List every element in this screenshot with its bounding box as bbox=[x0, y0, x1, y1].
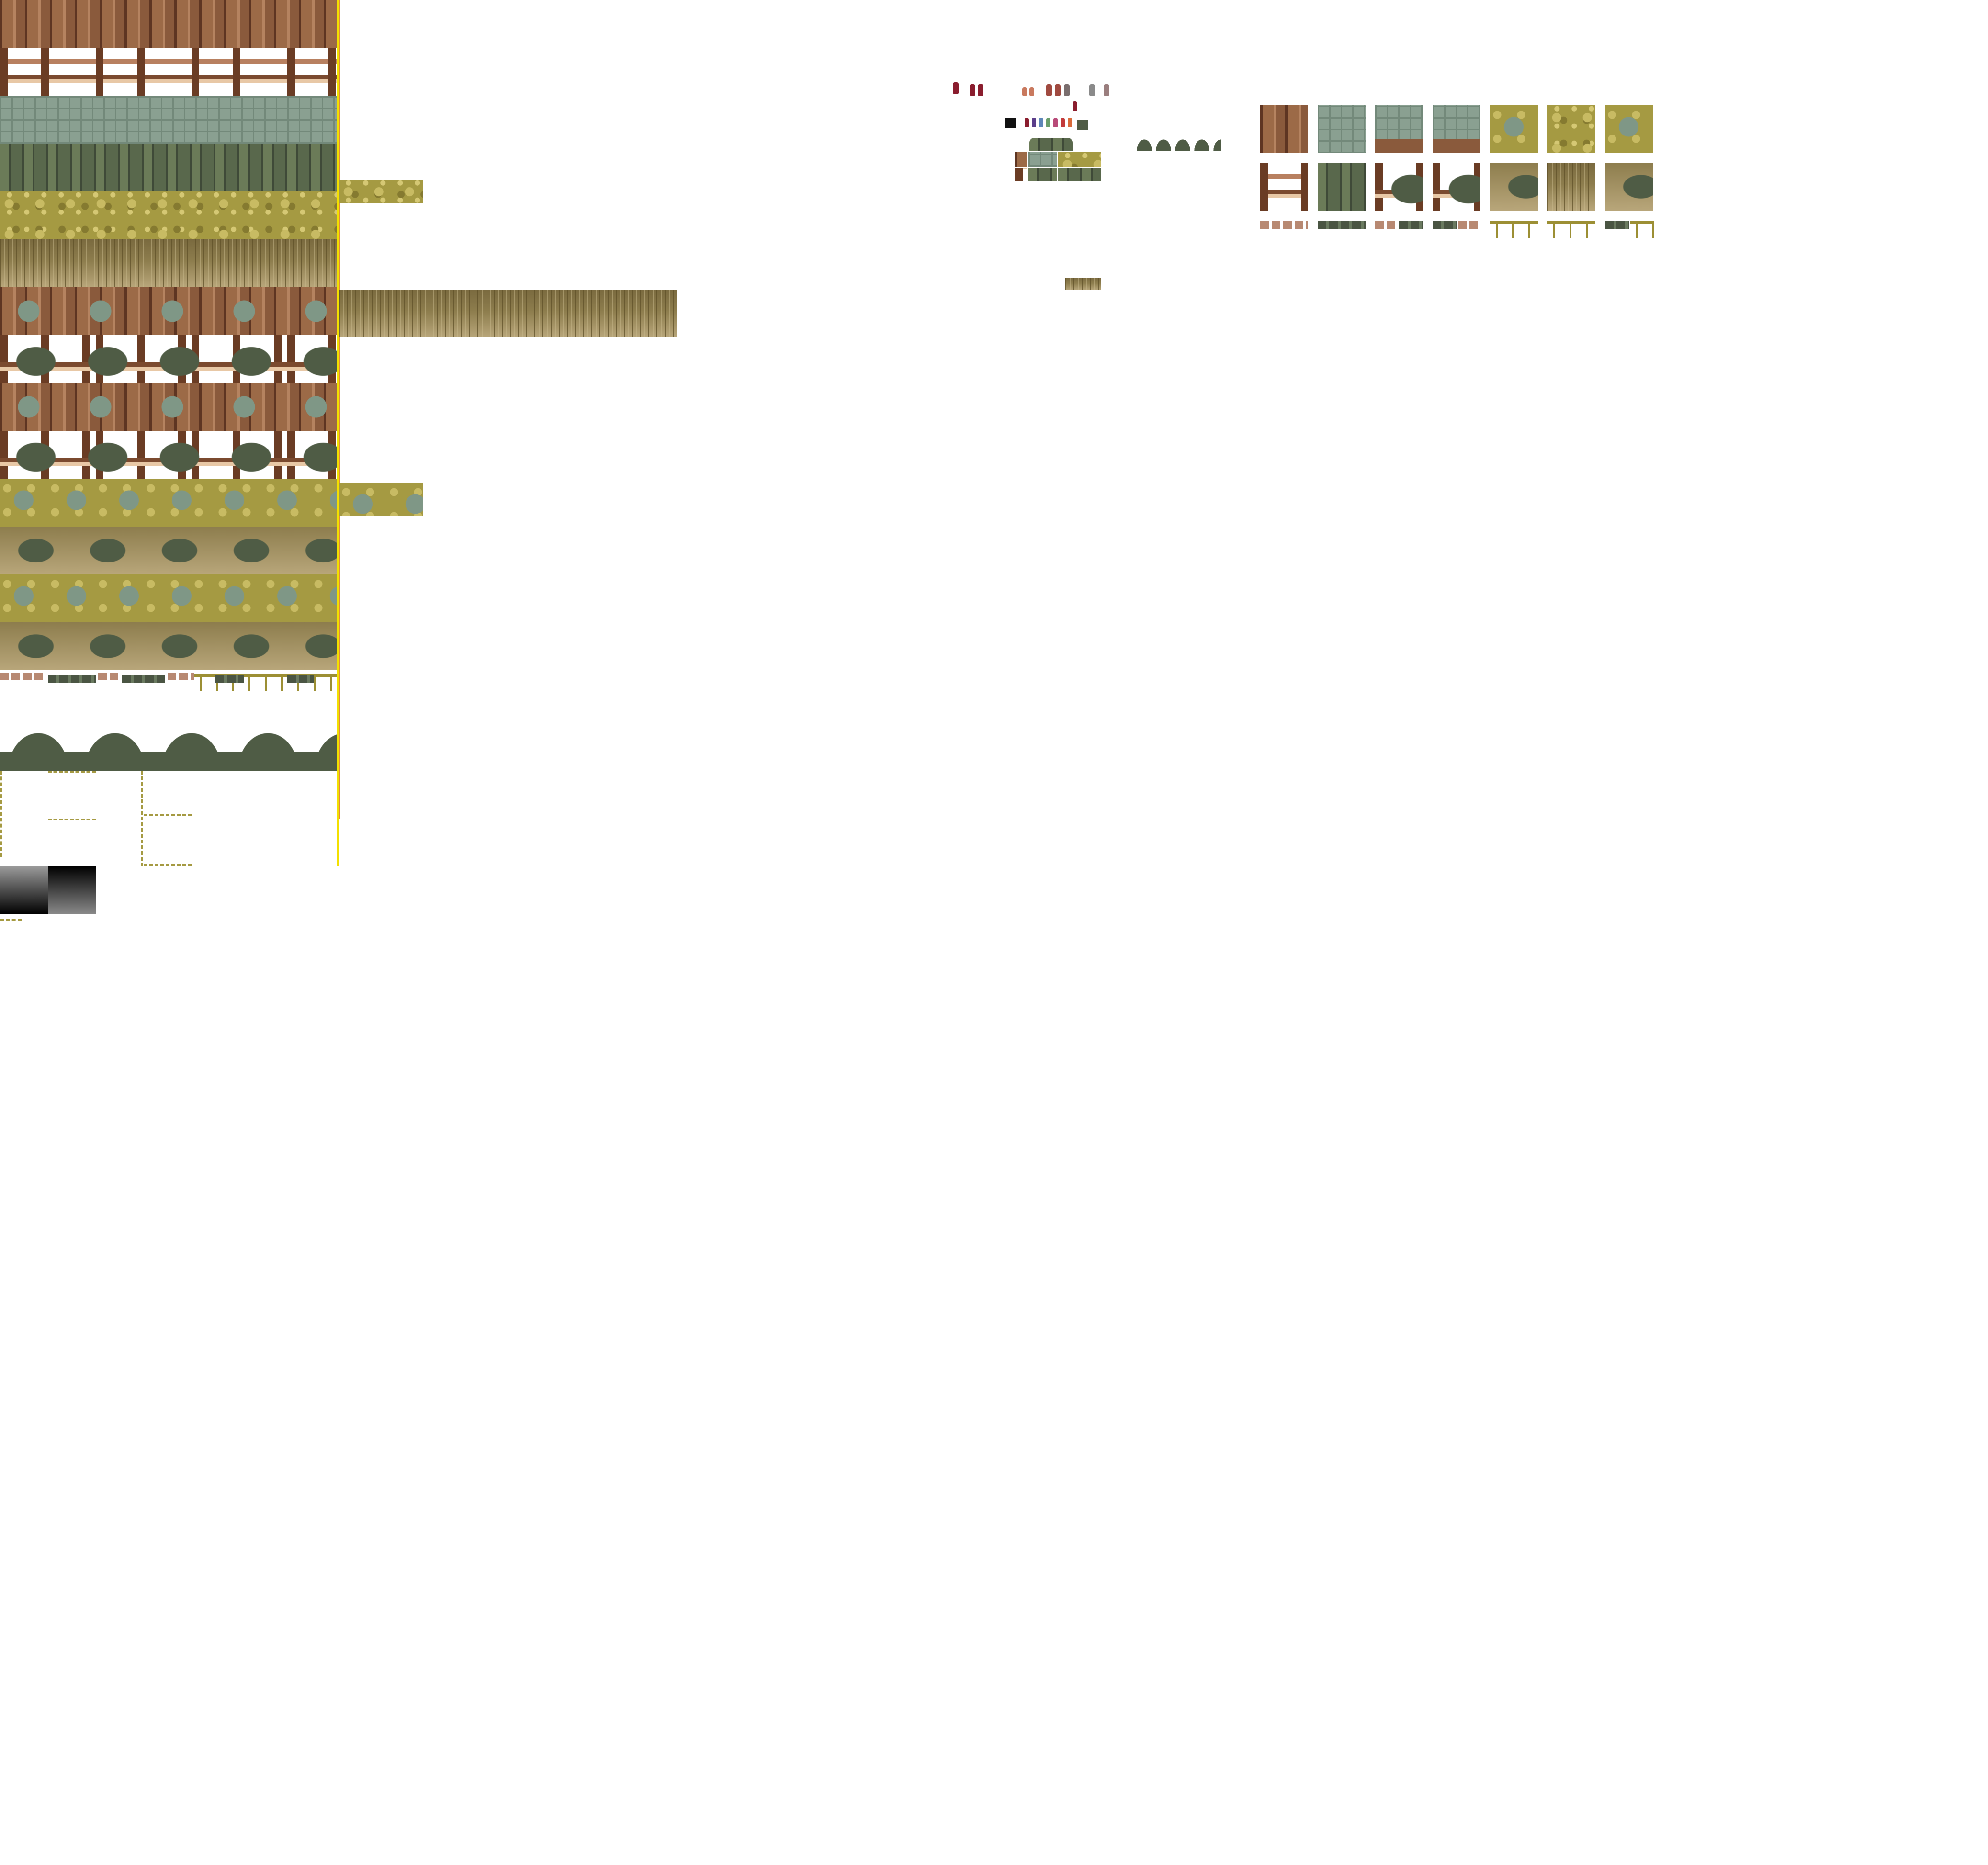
reed-moss-mix-strip-2 bbox=[0, 622, 338, 670]
red-character-sprite-2 bbox=[970, 84, 975, 96]
grid-trim-6 bbox=[1458, 221, 1480, 229]
character-sprite-g bbox=[1104, 84, 1109, 96]
grass-field-strip bbox=[0, 191, 338, 239]
mini-ladder-tile bbox=[1015, 168, 1027, 181]
reed-strip bbox=[0, 239, 338, 287]
dotted-guide-left bbox=[0, 771, 2, 857]
color-sprite-5 bbox=[1053, 118, 1058, 127]
reed-extension-strip bbox=[339, 290, 677, 337]
character-sprite-a bbox=[1022, 87, 1027, 96]
dotted-guide-mid bbox=[48, 819, 96, 820]
black-square-swatch bbox=[1005, 118, 1016, 128]
color-sprite-3 bbox=[1039, 118, 1043, 127]
grid-trim-4 bbox=[1399, 221, 1423, 229]
grid-drip-2 bbox=[1547, 221, 1595, 238]
grid-trim-2 bbox=[1318, 221, 1366, 229]
tile-teal bbox=[1318, 105, 1366, 153]
tile-reed bbox=[1547, 163, 1595, 211]
dotted-guide-inner-h bbox=[144, 814, 192, 816]
shadow-gradient-tile-2 bbox=[48, 866, 96, 914]
color-sprite-7 bbox=[1068, 118, 1072, 127]
shadow-gradient-tile bbox=[0, 866, 48, 914]
grid-trim-3 bbox=[1375, 221, 1397, 229]
tile-teal-door bbox=[1375, 105, 1423, 153]
tile-grass-moss bbox=[1490, 163, 1538, 211]
color-sprite-6 bbox=[1061, 118, 1065, 127]
grid-trim-1 bbox=[1260, 221, 1308, 229]
ladder-moss-mix-strip-2 bbox=[0, 431, 338, 479]
grass-stone-mix-strip-2 bbox=[0, 574, 338, 622]
tile-moss-ladder-2 bbox=[1433, 163, 1480, 211]
guide-line-yellow bbox=[337, 0, 339, 866]
character-sprite-c bbox=[1046, 84, 1052, 96]
dotted-guide-bottom bbox=[144, 864, 192, 866]
tile-grass bbox=[1547, 105, 1595, 153]
mini-teal-tile bbox=[1028, 152, 1057, 167]
red-character-sprite-3 bbox=[978, 84, 983, 96]
tile-grass-stone bbox=[1490, 105, 1538, 153]
ladder-rails-strip bbox=[0, 48, 338, 96]
grass-stone-extension-strip bbox=[339, 483, 423, 516]
moss-brick-strip bbox=[0, 144, 338, 191]
green-square-swatch bbox=[1077, 120, 1088, 130]
mini-moss-tile bbox=[1028, 168, 1057, 181]
tile-grass-stone-2 bbox=[1605, 105, 1653, 153]
grid-drip-3 bbox=[1630, 221, 1654, 238]
grid-drip-1 bbox=[1490, 221, 1538, 238]
color-sprite-4 bbox=[1046, 118, 1050, 127]
mini-moss-cap bbox=[1029, 138, 1073, 151]
tile-teal-door-2 bbox=[1433, 105, 1480, 153]
wood-stone-mix-strip bbox=[0, 287, 338, 335]
trim-row-moss bbox=[48, 675, 96, 683]
character-sprite-d bbox=[1055, 84, 1061, 96]
dotted-guide-top bbox=[48, 771, 96, 773]
wood-stone-mix-strip-2 bbox=[0, 383, 338, 431]
small-grass-tuft bbox=[0, 919, 22, 921]
mini-grass-tile bbox=[1058, 152, 1101, 167]
mini-hills-strip bbox=[1135, 136, 1221, 151]
mini-wood-tile bbox=[1015, 152, 1027, 167]
trim-row-brick-3 bbox=[168, 673, 194, 680]
trim-row-brick bbox=[0, 673, 43, 680]
tile-moss-ladder bbox=[1375, 163, 1423, 211]
teal-stone-strip bbox=[0, 96, 338, 144]
color-sprite-2 bbox=[1032, 118, 1036, 127]
character-sprite-e bbox=[1064, 84, 1070, 96]
tile-ladder bbox=[1260, 163, 1308, 211]
trim-row-moss-2 bbox=[122, 675, 165, 683]
mini-moss-tile-2 bbox=[1058, 168, 1101, 181]
wood-planks-strip bbox=[0, 0, 338, 48]
tile-moss bbox=[1318, 163, 1366, 211]
grass-stone-mix-strip bbox=[0, 479, 338, 527]
trim-row-moss-4 bbox=[287, 675, 314, 683]
hills-ground bbox=[0, 752, 338, 771]
tile-reed-moss bbox=[1605, 163, 1653, 211]
red-character-sprite bbox=[953, 82, 959, 94]
character-sprite-f bbox=[1089, 84, 1095, 96]
dotted-guide-inner bbox=[141, 771, 143, 866]
character-sprite-h bbox=[1073, 101, 1077, 111]
trim-row-brick-2 bbox=[98, 673, 120, 680]
ladder-moss-mix-strip bbox=[0, 335, 338, 383]
tile-wood bbox=[1260, 105, 1308, 153]
grid-trim-7 bbox=[1605, 221, 1629, 229]
grid-trim-5 bbox=[1433, 221, 1457, 229]
character-sprite-b bbox=[1029, 87, 1034, 96]
grass-extension-strip bbox=[339, 180, 423, 203]
trim-row-moss-3 bbox=[215, 675, 244, 683]
reed-moss-mix-strip bbox=[0, 527, 338, 574]
guide-line-orange bbox=[339, 0, 340, 819]
mini-reed-tile bbox=[1065, 278, 1101, 290]
color-sprite-1 bbox=[1025, 118, 1029, 127]
